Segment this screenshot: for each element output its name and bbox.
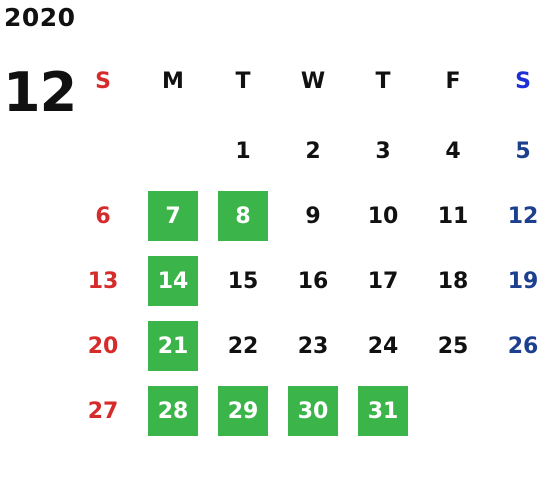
day-cell-highlighted[interactable]: 8 [218,191,268,241]
week-row: 20 21 22 23 24 25 26 [68,321,548,381]
day-cell-highlighted[interactable]: 21 [148,321,198,371]
month-number: 12 [3,61,77,124]
weekday-header: T [235,68,251,94]
day-cell[interactable]: 25 [437,333,469,359]
day-cell-highlighted[interactable]: 31 [358,386,408,436]
day-cell[interactable]: 26 [507,333,539,359]
day-cell[interactable]: 15 [227,268,259,294]
day-cell[interactable]: 16 [297,268,329,294]
day-cell-highlighted[interactable]: 28 [148,386,198,436]
weekday-header: W [300,68,326,94]
week-row: 1 2 3 4 5 [68,126,548,186]
day-cell[interactable]: 2 [305,138,321,164]
week-row: 13 14 15 16 17 18 19 [68,256,548,316]
day-cell[interactable]: 22 [227,333,259,359]
day-cell[interactable]: 19 [507,268,539,294]
day-cell-highlighted[interactable]: 29 [218,386,268,436]
weekday-header: M [162,68,184,94]
day-cell-highlighted[interactable]: 14 [148,256,198,306]
day-cell[interactable]: 9 [305,203,321,229]
weekday-header: S [95,68,111,94]
day-cell[interactable]: 20 [87,333,119,359]
weekday-header: F [445,68,461,94]
day-cell[interactable]: 27 [87,398,119,424]
day-cell[interactable]: 17 [367,268,399,294]
year-label: 2020 [4,3,76,32]
day-cell[interactable]: 1 [235,138,251,164]
day-cell[interactable]: 3 [375,138,391,164]
day-cell[interactable]: 6 [95,203,111,229]
day-cell[interactable]: 12 [507,203,539,229]
day-cell[interactable]: 4 [445,138,461,164]
day-cell[interactable]: 11 [437,203,469,229]
day-cell[interactable]: 24 [367,333,399,359]
day-cell-highlighted[interactable]: 30 [288,386,338,436]
day-cell[interactable]: 23 [297,333,329,359]
weekday-header: S [515,68,531,94]
week-row: 27 28 29 30 31 [68,386,548,446]
day-cell[interactable]: 10 [367,203,399,229]
day-cell[interactable]: 18 [437,268,469,294]
day-cell[interactable]: 5 [515,138,531,164]
day-cell[interactable]: 13 [87,268,119,294]
day-cell-highlighted[interactable]: 7 [148,191,198,241]
weekday-header: T [375,68,391,94]
